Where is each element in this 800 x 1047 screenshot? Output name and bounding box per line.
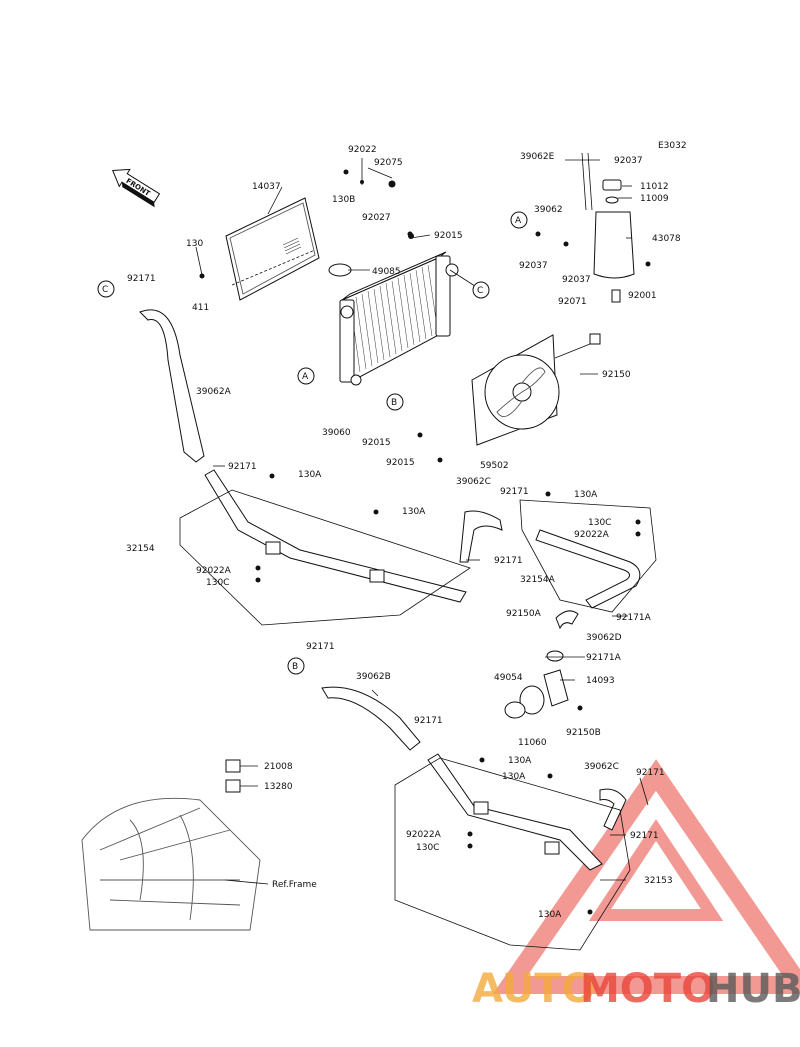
part-label: 49085: [372, 267, 401, 277]
fan-assembly: [471, 333, 601, 446]
part-label: 32154A: [520, 575, 556, 585]
circle-ref-a-left: A: [297, 367, 315, 385]
part-label: 92171: [228, 462, 257, 472]
part-label: 130A: [538, 910, 562, 920]
front-arrow-icon: FRONT: [111, 168, 161, 208]
radiator-cap: [328, 263, 352, 277]
pipe-32153: [394, 753, 631, 951]
part-label: 130C: [416, 843, 439, 853]
circle-ref-c-left: C: [97, 280, 115, 298]
part-label: 39062E: [520, 152, 555, 162]
diagram-code: E3032: [658, 141, 687, 151]
thermostat-assembly: [504, 610, 579, 719]
part-label: 21008: [264, 762, 293, 772]
part-label: 14037: [252, 182, 281, 192]
part-label: 130A: [298, 470, 322, 480]
pipe-32154a: [519, 499, 657, 613]
part-label: 39062: [534, 205, 563, 215]
part-label: 92171: [636, 768, 665, 778]
frame-reference: [81, 759, 261, 931]
circle-ref-c-right: C: [472, 281, 490, 299]
part-label: 43078: [652, 234, 681, 244]
svg-text:B: B: [391, 398, 397, 408]
part-label: 130B: [332, 195, 355, 205]
part-label: 92015: [434, 231, 463, 241]
part-label: 92037: [562, 275, 591, 285]
part-label: 39062A: [196, 387, 232, 397]
part-label: 39062C: [584, 762, 619, 772]
part-label: 92171A: [616, 613, 652, 623]
part-label: 130C: [588, 518, 611, 528]
part-label: 92150A: [506, 609, 542, 619]
part-labels: E3032 14037 130 411 92022 92075 130B 920…: [126, 141, 687, 920]
part-label: 130A: [402, 507, 426, 517]
part-label: 130A: [508, 756, 532, 766]
part-label: 39062B: [356, 672, 391, 682]
part-label: 13280: [264, 782, 293, 792]
part-label: 411: [192, 303, 209, 313]
part-label: 130A: [502, 772, 526, 782]
part-label: 92022A: [406, 830, 442, 840]
part-label: 92037: [519, 261, 548, 271]
watermark-hub: HUB: [706, 966, 800, 1012]
part-label: 92071: [558, 297, 587, 307]
part-label: 92037: [614, 156, 643, 166]
part-label: 92171: [630, 831, 659, 841]
part-label: 92022A: [574, 530, 610, 540]
circle-ref-a-right: A: [510, 211, 528, 229]
part-label: 130: [186, 239, 203, 249]
part-label: 92015: [386, 458, 415, 468]
leader-lines: [195, 158, 649, 885]
part-label: 39060: [322, 428, 351, 438]
pipe-32154: [179, 469, 471, 626]
part-label: 130A: [574, 490, 598, 500]
part-label: 11009: [640, 194, 669, 204]
svg-text:C: C: [102, 285, 108, 295]
part-label: 92171A: [586, 653, 622, 663]
part-label: 92022: [348, 145, 377, 155]
radiator: [339, 251, 459, 386]
part-label: 92015: [362, 438, 391, 448]
part-label: 92150B: [566, 728, 601, 738]
watermark-moto: MOTO: [580, 966, 715, 1012]
fastener-dots: [199, 169, 651, 915]
part-label: 39062D: [586, 633, 622, 643]
svg-text:A: A: [515, 216, 522, 226]
part-label: 92150: [602, 370, 631, 380]
part-label: 92171: [500, 487, 529, 497]
hose-39062b: [321, 686, 421, 751]
ref-frame-label: Ref.Frame: [272, 880, 317, 890]
part-label: 92171: [306, 642, 335, 652]
part-label: 92027: [362, 213, 391, 223]
part-label: 59502: [480, 461, 509, 471]
hose-39062a: [139, 309, 205, 463]
part-label: 11060: [518, 738, 547, 748]
part-label: 92171: [414, 716, 443, 726]
part-label: 32154: [126, 544, 155, 554]
svg-text:B: B: [292, 662, 298, 672]
circle-ref-b-top: B: [386, 393, 404, 411]
part-label: 32153: [644, 876, 673, 886]
watermark-logo: AUTO MOTO HUB: [472, 966, 800, 1012]
part-label: 92171: [127, 274, 156, 284]
part-label: 92075: [374, 158, 403, 168]
part-label: 92171: [494, 556, 523, 566]
part-label: 39062C: [456, 477, 491, 487]
part-label: 49054: [494, 673, 523, 683]
radiator-screen: [225, 197, 320, 301]
svg-text:C: C: [477, 286, 483, 296]
circle-ref-b-bottom: B: [287, 657, 305, 675]
part-label: 130C: [206, 578, 229, 588]
watermark-auto: AUTO: [472, 966, 596, 1012]
hose-39062c: [459, 510, 503, 563]
part-label: 92001: [628, 291, 657, 301]
part-label: 14093: [586, 676, 615, 686]
part-label: 11012: [640, 182, 669, 192]
reservoir-tank: [581, 152, 635, 303]
svg-text:A: A: [302, 372, 309, 382]
part-label: 92022A: [196, 566, 232, 576]
